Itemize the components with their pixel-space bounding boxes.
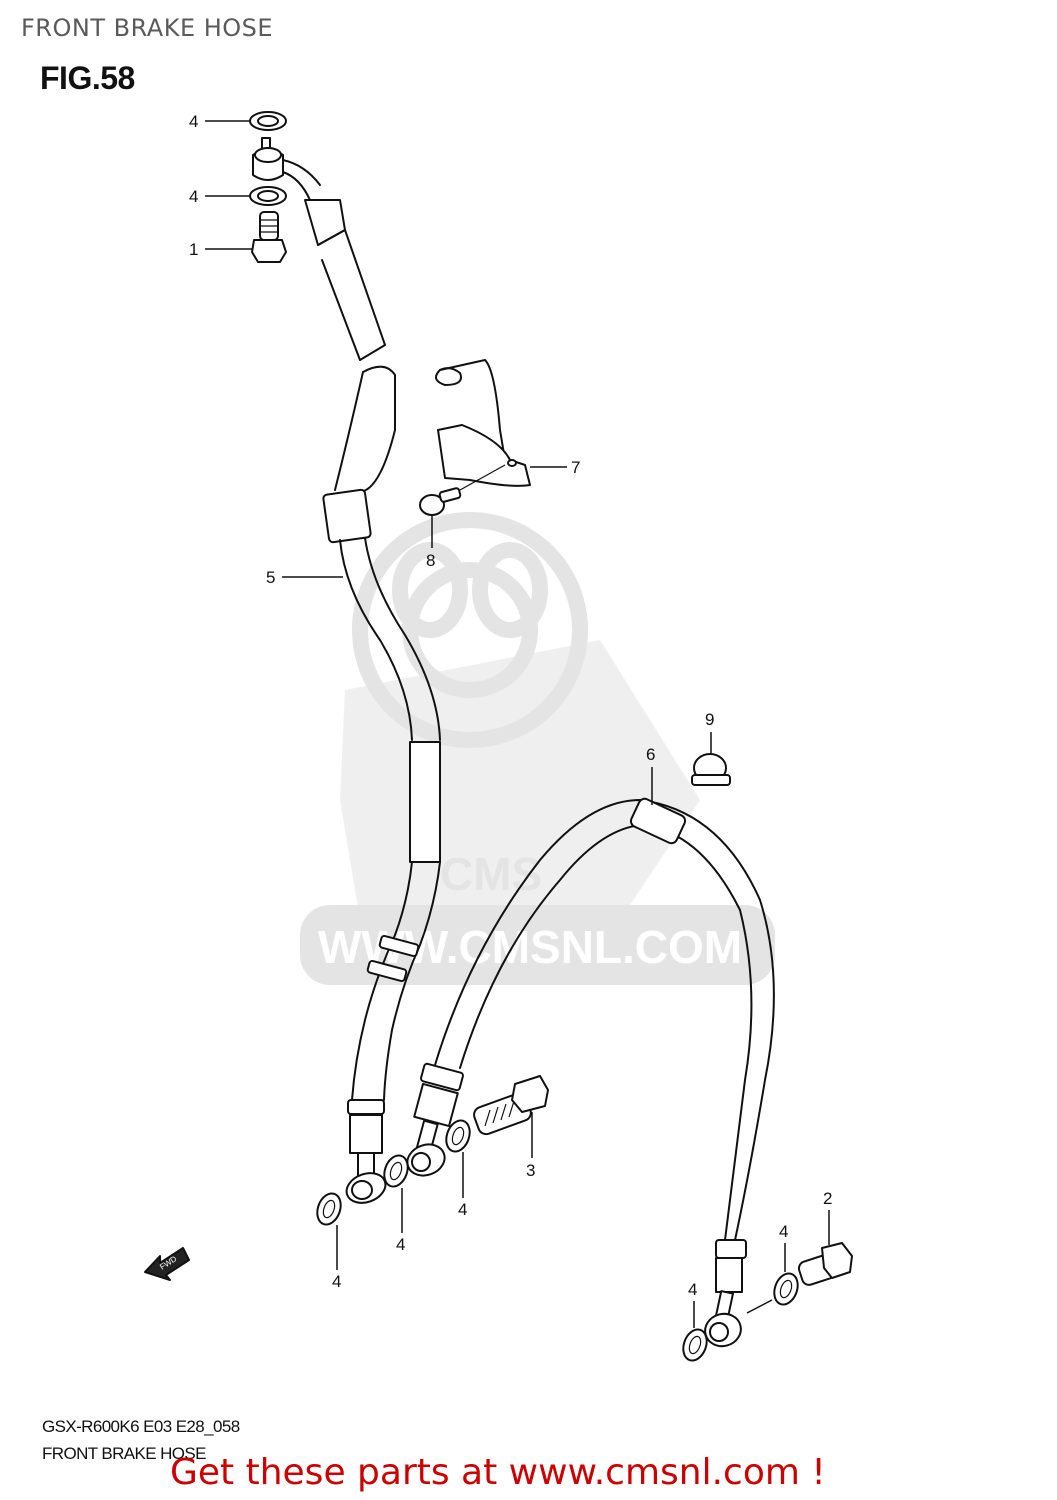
svg-text:3: 3 [526,1161,535,1180]
svg-text:4: 4 [332,1272,341,1291]
callout-5: 5 [266,568,343,587]
callout-4-top: 4 [189,112,250,131]
callout-1: 1 [189,240,252,259]
svg-text:4: 4 [396,1235,405,1254]
callout-4-e: 4 [688,1280,697,1328]
callout-6: 6 [646,745,655,805]
callout-8: 8 [426,515,435,570]
brake-hose-6 [406,753,775,1348]
callout-2: 2 [823,1189,832,1245]
washers [316,1119,799,1362]
svg-text:2: 2 [823,1189,832,1208]
svg-text:4: 4 [189,112,198,131]
callout-4-a: 4 [458,1152,467,1219]
svg-text:4: 4 [458,1200,467,1219]
svg-text:6: 6 [646,745,655,764]
top-banjo-assembly [249,111,396,493]
bracket-7-and-bolt-8 [419,359,531,516]
page-title: FRONT BRAKE HOSE [21,14,274,42]
watermark-cms-text: CMS [440,848,542,900]
svg-text:4: 4 [189,187,198,206]
callout-4-second: 4 [189,187,250,206]
svg-text:1: 1 [189,240,198,259]
promo-link[interactable]: Get these parts at www.cmsnl.com ! [170,1452,826,1493]
union-bolt-2 [797,1242,853,1286]
callout-4-c: 4 [332,1225,341,1291]
svg-text:7: 7 [571,458,580,477]
svg-text:4: 4 [688,1280,697,1299]
brake-hose-5 [322,488,441,1204]
svg-text:8: 8 [426,551,435,570]
watermark-logo: CMS WWW.CMSNL.COM [300,512,775,985]
svg-text:4: 4 [779,1222,788,1241]
callout-4-b: 4 [396,1188,405,1254]
svg-text:9: 9 [705,710,714,729]
model-code: GSX-R600K6 E03 E28_058 [42,1417,240,1436]
union-bolt-3 [473,1075,549,1136]
svg-text:5: 5 [266,568,275,587]
section-name: FRONT BRAKE HOSE [42,1444,207,1463]
callout-9: 9 [705,710,714,754]
callout-3: 3 [526,1112,535,1180]
forward-direction-arrow: FWD [144,1247,190,1281]
callout-4-d: 4 [779,1222,788,1272]
figure-label: FIG.58 [40,60,135,96]
callout-7: 7 [530,458,580,477]
